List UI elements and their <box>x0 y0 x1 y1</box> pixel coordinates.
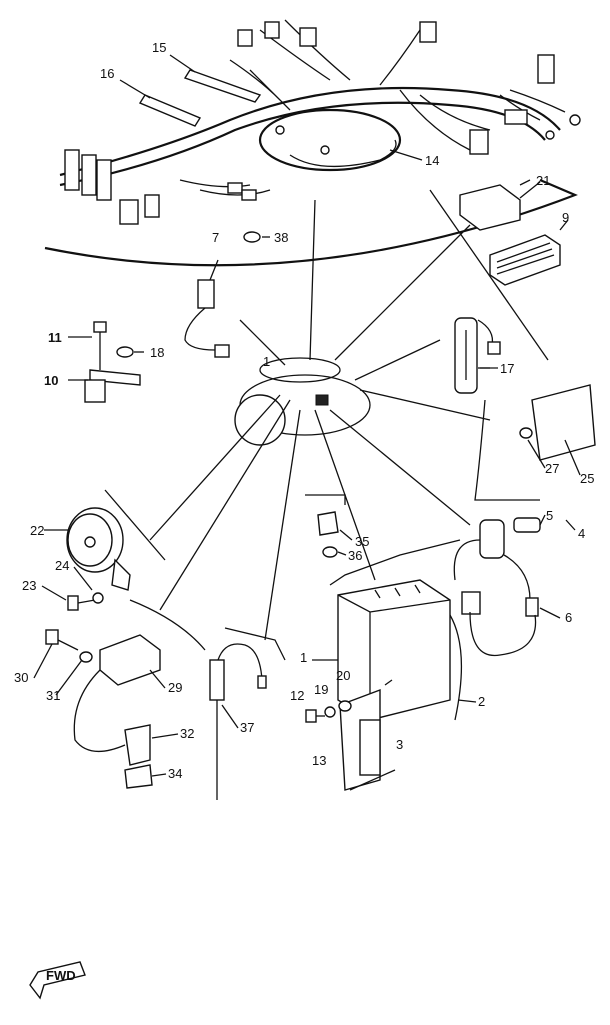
callout-leaders <box>33 54 581 777</box>
callouts: 15 16 14 21 9 7 38 11 18 10 1 17 27 25 5… <box>14 40 594 781</box>
part-1-battery <box>337 579 463 791</box>
callout-34: 34 <box>168 766 182 781</box>
part-21-relay <box>459 179 531 231</box>
callout-18: 18 <box>150 345 164 360</box>
callout-35: 35 <box>355 534 369 549</box>
callout-13: 13 <box>312 753 326 768</box>
callout-36: 36 <box>348 548 362 563</box>
callout-10: 10 <box>44 373 58 388</box>
callout-29: 29 <box>168 680 182 695</box>
callout-4: 4 <box>578 526 585 541</box>
callout-21: 21 <box>536 173 550 188</box>
callout-31: 31 <box>46 688 60 703</box>
callout-19: 19 <box>314 682 328 697</box>
callout-32: 32 <box>180 726 194 741</box>
callout-2: 2 <box>478 694 485 709</box>
callout-22: 22 <box>30 523 44 538</box>
callout-5: 5 <box>546 508 553 523</box>
part-29-coil <box>73 634 161 789</box>
part-22-horn <box>66 507 131 591</box>
part-9-regulator <box>489 219 569 286</box>
part-38-nut <box>243 231 270 243</box>
callout-1b: 1 <box>300 650 307 665</box>
fwd-marker: FWD <box>29 961 86 1000</box>
part-23-bolt <box>67 592 104 611</box>
part-30-bolt <box>45 629 93 663</box>
part-4-fuse-lead <box>453 517 541 657</box>
part-37-sensor <box>209 643 267 800</box>
callout-11: 11 <box>48 330 62 345</box>
callout-37: 37 <box>240 720 254 735</box>
callout-12: 12 <box>290 688 304 703</box>
fwd-label: FWD <box>46 968 76 983</box>
part-12-bolt <box>305 700 352 723</box>
part-17-fuse-holder <box>454 317 501 394</box>
wire-harness <box>44 19 581 267</box>
callout-15: 15 <box>152 40 166 55</box>
callout-14: 14 <box>425 153 439 168</box>
callout-38: 38 <box>274 230 288 245</box>
callout-27: 27 <box>545 461 559 476</box>
junction-blob <box>234 357 371 446</box>
callout-30: 30 <box>14 670 28 685</box>
callout-16: 16 <box>100 66 114 81</box>
leader-lines <box>104 189 549 661</box>
callout-24: 24 <box>55 558 69 573</box>
callout-20: 20 <box>336 668 350 683</box>
callout-17: 17 <box>500 361 514 376</box>
callout-25: 25 <box>580 471 594 486</box>
callout-23: 23 <box>22 578 36 593</box>
callout-3: 3 <box>396 737 403 752</box>
part-10-resistor <box>68 321 144 403</box>
part-35-switch <box>317 511 339 558</box>
callout-9: 9 <box>562 210 569 225</box>
part-25-cover <box>519 384 596 461</box>
callout-6: 6 <box>565 610 572 625</box>
callout-7: 7 <box>212 230 219 245</box>
callout-1: 1 <box>263 354 270 369</box>
part-7-switch <box>184 259 230 358</box>
